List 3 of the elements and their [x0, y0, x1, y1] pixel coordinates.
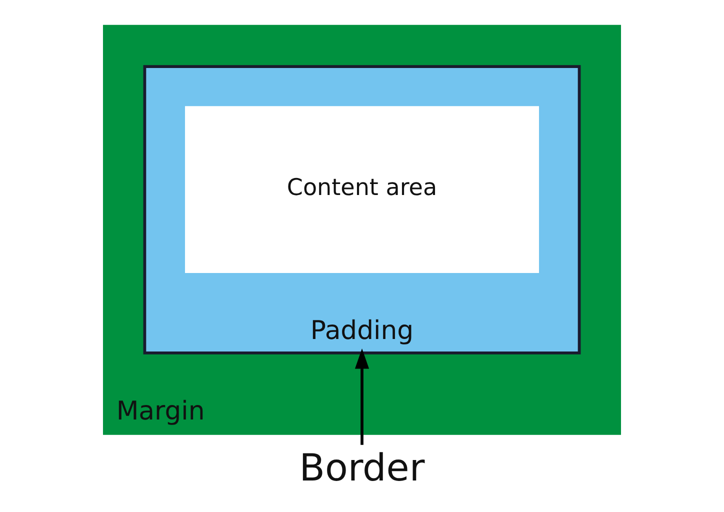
node-box: Content area	[185, 106, 539, 273]
node-text: Border	[299, 445, 425, 490]
arrow	[354, 348, 370, 444]
